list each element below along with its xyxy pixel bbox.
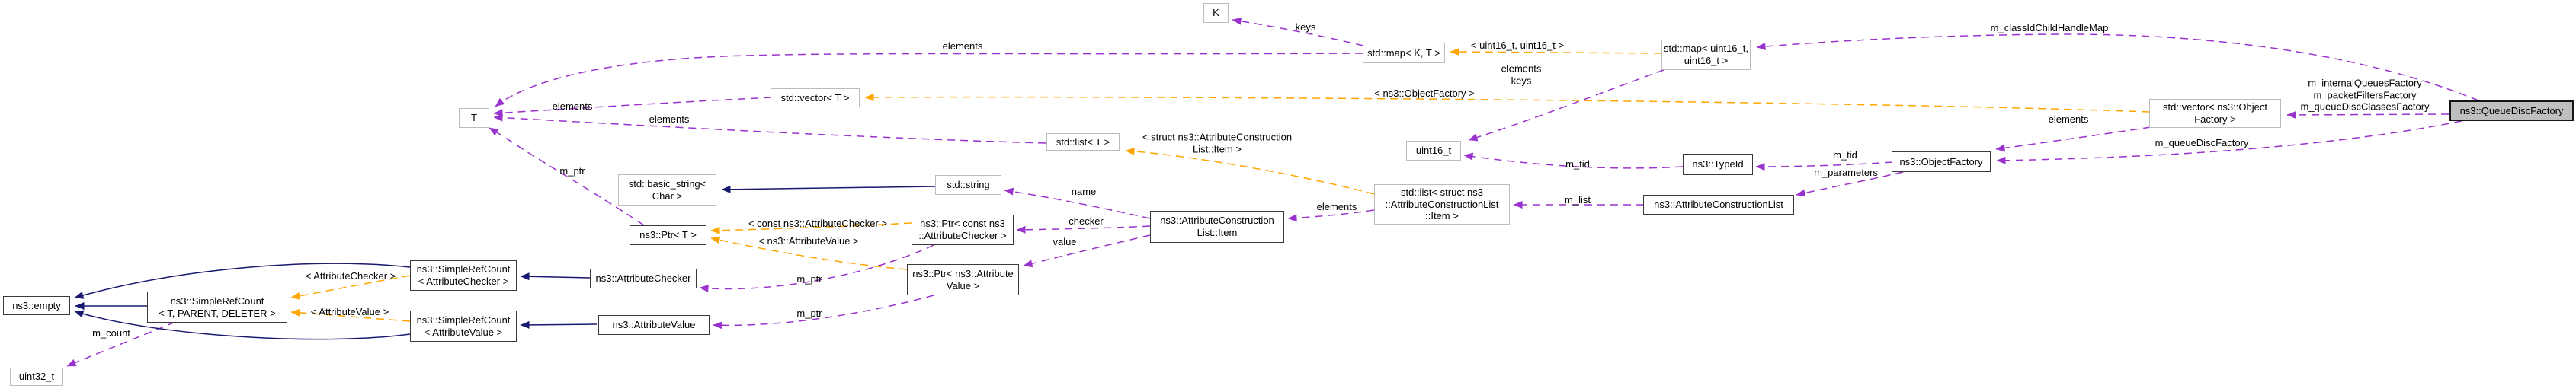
edge-map-u16-elements-keys xyxy=(1468,69,1664,142)
edge-vecof-inst-vect xyxy=(864,93,2150,113)
edge-label-srcav-inst-srctpd: < AttributeValue > xyxy=(310,306,389,318)
edge-ptrac-inst-ptrt xyxy=(710,222,912,234)
edge-label-vecof-elements-of: elements xyxy=(2048,113,2089,126)
node-vector-objectfactory: std::vector< ns3::Object Factory > xyxy=(2149,99,2281,128)
edge-label-ptrac-mptr-checker: m_ptr xyxy=(796,273,822,285)
edge-label-of-mtid-typeid: m_tid xyxy=(1833,149,1857,161)
node-k: K xyxy=(1203,3,1229,23)
edge-list-elements-item xyxy=(1287,209,1375,222)
edge-qdf-queuediscfactory xyxy=(1996,120,2462,164)
edge-label-liststruct-inst-listt: < struct ns3::AttributeConstruction List… xyxy=(1142,131,1293,155)
edge-srcac-inst-srctpd xyxy=(290,275,411,300)
edge-ptrav-inst-ptrt xyxy=(710,236,908,270)
node-attributechecker[interactable]: ns3::AttributeChecker xyxy=(590,269,697,288)
edge-ptrac-mptr-checker xyxy=(699,244,934,292)
edge-label-qdf-queuediscfactory: m_queueDiscFactory xyxy=(2155,137,2249,149)
node-map-u16: std::map< uint16_t, uint16_t > xyxy=(1661,40,1751,70)
edge-label-map-u16-elements-keys: elements keys xyxy=(1501,62,1542,86)
node-ptr-const-checker[interactable]: ns3::Ptr< const ns3 ::AttributeChecker > xyxy=(912,215,1014,245)
node-basic-string: std::basic_string< Char > xyxy=(618,174,716,206)
edge-label-srcac-inst-srctpd: < AttributeChecker > xyxy=(305,270,396,282)
node-simplerefcount-checker[interactable]: ns3::SimpleRefCount < AttributeChecker > xyxy=(410,260,517,291)
edge-item-checker-ptr xyxy=(1016,225,1151,234)
edge-label-list-elements-item: elements xyxy=(1316,201,1357,213)
node-attributeconstructionlist[interactable]: ns3::AttributeConstructionList xyxy=(1643,195,1794,215)
edge-srcac-isa-empty xyxy=(74,263,411,299)
edge-srcav-isa-empty xyxy=(74,310,411,340)
edge-label-ptrac-inst-ptrt: < const ns3::AttributeChecker > xyxy=(748,218,888,230)
edge-ptrav-mptr-value xyxy=(713,295,934,330)
edge-label-map-kt-keys-k: keys xyxy=(1295,21,1316,33)
edge-vecof-elements-of xyxy=(1995,126,2151,152)
edge-label-src-mcount-u32: m_count xyxy=(92,327,130,339)
edge-ptrt-mptr-t xyxy=(489,127,645,226)
edge-vect-elements-t xyxy=(493,97,772,117)
node-attributevalue[interactable]: ns3::AttributeValue xyxy=(598,315,710,335)
edge-label-item-name-string: name xyxy=(1071,186,1097,198)
edge-label-acl-mlist-list: m_list xyxy=(1565,194,1591,206)
edge-listt-elements-t xyxy=(493,113,1046,144)
edge-label-ptrav-inst-ptrt: < ns3::AttributeValue > xyxy=(758,235,859,247)
edge-qdf-factories xyxy=(2286,110,2449,119)
edge-map-kt-elements-t xyxy=(495,53,1363,107)
node-ptr-value[interactable]: ns3::Ptr< ns3::Attribute Value > xyxy=(907,264,1019,295)
edge-item-name-string xyxy=(1004,187,1151,219)
node-uint16-t: uint16_t xyxy=(1406,141,1461,161)
node-simplerefcount-value[interactable]: ns3::SimpleRefCount < AttributeValue > xyxy=(410,311,517,342)
edge-label-ptrav-mptr-value: m_ptr xyxy=(796,308,822,320)
edge-label-typeid-mtid-u16: m_tid xyxy=(1565,158,1590,171)
node-vector-t: std::vector< T > xyxy=(771,88,860,107)
edge-label-qdf-classidchildhandlemap: m_classIdChildHandleMap xyxy=(1990,22,2109,34)
edge-string-isa-basicstring xyxy=(721,185,936,193)
node-simplerefcount-tpd[interactable]: ns3::SimpleRefCount < T, PARENT, DELETER… xyxy=(147,292,287,323)
edge-label-of-mparameters-acl: m_parameters xyxy=(1814,167,1878,179)
edge-map-kt-keys-k xyxy=(1232,17,1364,46)
edge-label-vecof-inst-vect: < ns3::ObjectFactory > xyxy=(1374,88,1475,100)
node-list-item: std::list< struct ns3 ::AttributeConstru… xyxy=(1374,184,1510,225)
edge-label-mapu16-inst-mapkt: < uint16_t, uint16_t > xyxy=(1470,40,1565,52)
edge-liststruct-inst-listt xyxy=(1125,147,1375,195)
edge-label-item-value-ptr: value xyxy=(1053,236,1077,248)
edge-label-vect-elements-t: elements xyxy=(552,100,593,113)
node-t: T xyxy=(459,108,489,128)
edge-typeid-mtid-u16 xyxy=(1463,152,1684,169)
node-uint32-t: uint32_t xyxy=(10,368,63,386)
edge-label-ptrt-mptr-t: m_ptr xyxy=(559,165,585,177)
node-string: std::string xyxy=(935,175,1001,195)
node-empty[interactable]: ns3::empty xyxy=(3,296,70,315)
edge-value-isa-srcav xyxy=(520,320,598,329)
node-typeid[interactable]: ns3::TypeId xyxy=(1683,154,1753,175)
edge-label-map-kt-elements-t: elements xyxy=(942,40,983,53)
edge-qdf-classidchildhandlemap xyxy=(1756,33,2479,101)
edge-mapu16-inst-mapkt xyxy=(1450,48,1662,56)
edge-of-mparameters-acl xyxy=(1796,171,1904,197)
node-queuediscfactory: ns3::QueueDiscFactory xyxy=(2449,100,2574,121)
edge-checker-isa-srcac xyxy=(520,272,591,281)
edge-srcav-inst-srctpd xyxy=(290,308,411,322)
edge-src-mcount-u32 xyxy=(66,321,176,367)
edge-label-qdf-factories: m_internalQueuesFactory m_packetFiltersF… xyxy=(2300,77,2430,113)
edge-of-mtid-typeid xyxy=(1755,161,1893,171)
edge-label-listt-elements-t: elements xyxy=(649,113,690,126)
node-map-kt: std::map< K, T > xyxy=(1363,43,1445,63)
edge-item-value-ptr xyxy=(1023,234,1151,268)
node-objectfactory[interactable]: ns3::ObjectFactory xyxy=(1892,151,1991,172)
node-ptr-t[interactable]: ns3::Ptr< T > xyxy=(630,225,706,245)
node-list-t: std::list< T > xyxy=(1046,133,1120,151)
edge-label-item-checker-ptr: checker xyxy=(1069,215,1104,228)
node-item[interactable]: ns3::AttributeConstruction List::Item xyxy=(1150,211,1284,243)
